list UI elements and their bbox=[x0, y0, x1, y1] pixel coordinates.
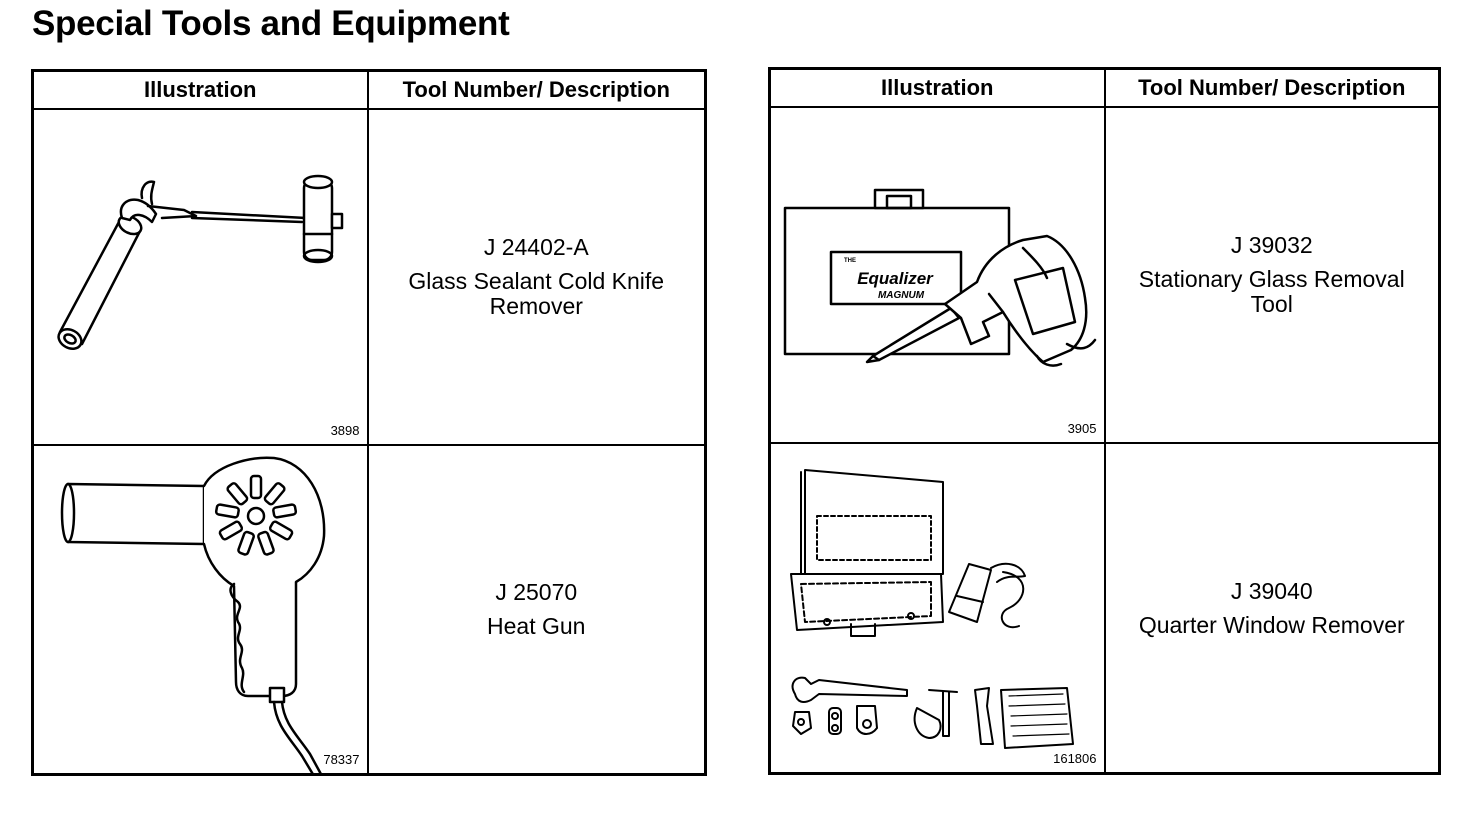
illustration-cell: 161806 bbox=[768, 442, 1106, 775]
figure-number: 3905 bbox=[1067, 421, 1097, 436]
tool-table-left: Illustration Tool Number/ Description bbox=[31, 69, 707, 776]
page-title: Special Tools and Equipment bbox=[32, 4, 510, 43]
tool-number: J 25070 bbox=[495, 579, 578, 605]
tool-description-header: Tool Number/ Description bbox=[1103, 67, 1441, 108]
figure-number: 161806 bbox=[1053, 751, 1097, 766]
tool-description-header: Tool Number/ Description bbox=[366, 69, 707, 110]
tool-description: Heat Gun bbox=[487, 613, 586, 639]
tool-description: Stationary Glass Removal Tool bbox=[1138, 266, 1405, 317]
tool-description-cell: J 24402-A Glass Sealant Cold Knife Remov… bbox=[366, 108, 707, 446]
illustration-cell: THE Equalizer MAGNUM 3905 bbox=[768, 106, 1106, 444]
tool-description: Quarter Window Remover bbox=[1138, 611, 1405, 638]
tool-description-cell: J 39032 Stationary Glass Removal Tool bbox=[1103, 106, 1441, 444]
illustration-header: Illustration bbox=[768, 67, 1106, 108]
tool-description-cell: J 39040 Quarter Window Remover bbox=[1103, 442, 1441, 775]
illustration-cell: 3898 bbox=[31, 108, 369, 446]
tool-number: J 24402-A bbox=[483, 234, 589, 260]
tool-number: J 39032 bbox=[1230, 232, 1313, 258]
heat-gun-icon bbox=[60, 456, 326, 776]
remover-kit-icon bbox=[790, 469, 1074, 749]
tool-table-right: Illustration Tool Number/ Description bbox=[768, 67, 1441, 775]
equalizer-tool-icon: THE Equalizer MAGNUM bbox=[783, 188, 1097, 367]
tool-description: Glass Sealant Cold Knife Remover bbox=[408, 268, 665, 319]
case-label-main: Equalizer bbox=[857, 269, 934, 288]
figure-number: 3898 bbox=[330, 423, 360, 438]
case-label-top: THE bbox=[844, 258, 856, 264]
illustration-cell: 78337 bbox=[31, 444, 369, 776]
illustration-header: Illustration bbox=[31, 69, 369, 110]
figure-number: 78337 bbox=[323, 752, 360, 767]
cold-knife-icon bbox=[57, 174, 344, 350]
case-label-sub: MAGNUM bbox=[878, 290, 925, 301]
tool-number: J 39040 bbox=[1230, 577, 1313, 604]
tool-description-cell: J 25070 Heat Gun bbox=[366, 444, 707, 776]
